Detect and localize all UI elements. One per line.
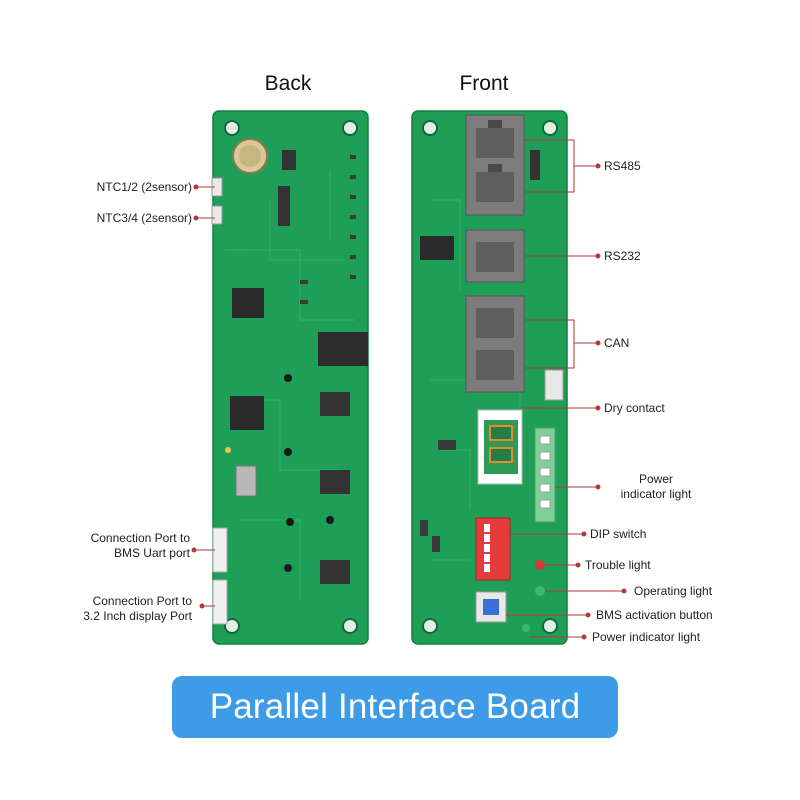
display-port-label: Connection Port to 3.2 Inch display Port — [40, 594, 192, 624]
rs485-port — [465, 114, 525, 216]
power-indicator-leds — [534, 427, 556, 523]
back-heading: Back — [264, 72, 312, 95]
operating-light-label: Operating light — [634, 584, 713, 598]
bms-uart-label-line1: Connection Port to — [90, 531, 190, 545]
ntc12-label: NTC1/2 (2sensor) — [96, 180, 192, 194]
can-port — [465, 295, 525, 393]
power-indicator-light-label: Power indicator light — [592, 630, 701, 644]
leader-lines — [194, 139, 624, 638]
banner-title: Parallel Interface Board — [209, 687, 581, 726]
ntc34-label: NTC3/4 (2sensor) — [96, 211, 192, 225]
rs232-port — [465, 229, 525, 283]
rs232-label: RS232 — [604, 249, 641, 263]
bms-uart-label: Connection Port to BMS Uart port — [40, 531, 190, 561]
dry-contact-label: Dry contact — [604, 401, 665, 415]
trouble-light-label: Trouble light — [585, 558, 651, 572]
front-heading: Front — [459, 72, 509, 95]
power-indicator-label-line2: indicator light — [620, 487, 692, 501]
bms-uart-label-line2: BMS Uart port — [113, 546, 190, 560]
dry-contact-terminal — [477, 409, 523, 485]
dip-switch-label: DIP switch — [590, 527, 647, 541]
bms-activation-label: BMS activation button — [596, 608, 713, 622]
front-board — [411, 110, 568, 645]
dip-switch — [475, 517, 511, 581]
mcu-chip — [232, 288, 264, 318]
power-indicator-label-line1: Power — [638, 472, 673, 486]
leader-dots — [191, 163, 627, 640]
can-label: CAN — [604, 336, 630, 350]
display-port-label-line2: 3.2 Inch display Port — [83, 609, 192, 623]
bms-activation-button — [475, 591, 507, 623]
rs485-label: RS485 — [604, 159, 641, 173]
trouble-led — [535, 560, 545, 570]
power-indicator-label: Power indicator light — [606, 472, 706, 502]
operating-led — [535, 586, 545, 596]
title-banner: Parallel Interface Board — [172, 676, 618, 738]
display-port-label-line1: Connection Port to — [92, 594, 192, 608]
back-board — [211, 110, 369, 645]
